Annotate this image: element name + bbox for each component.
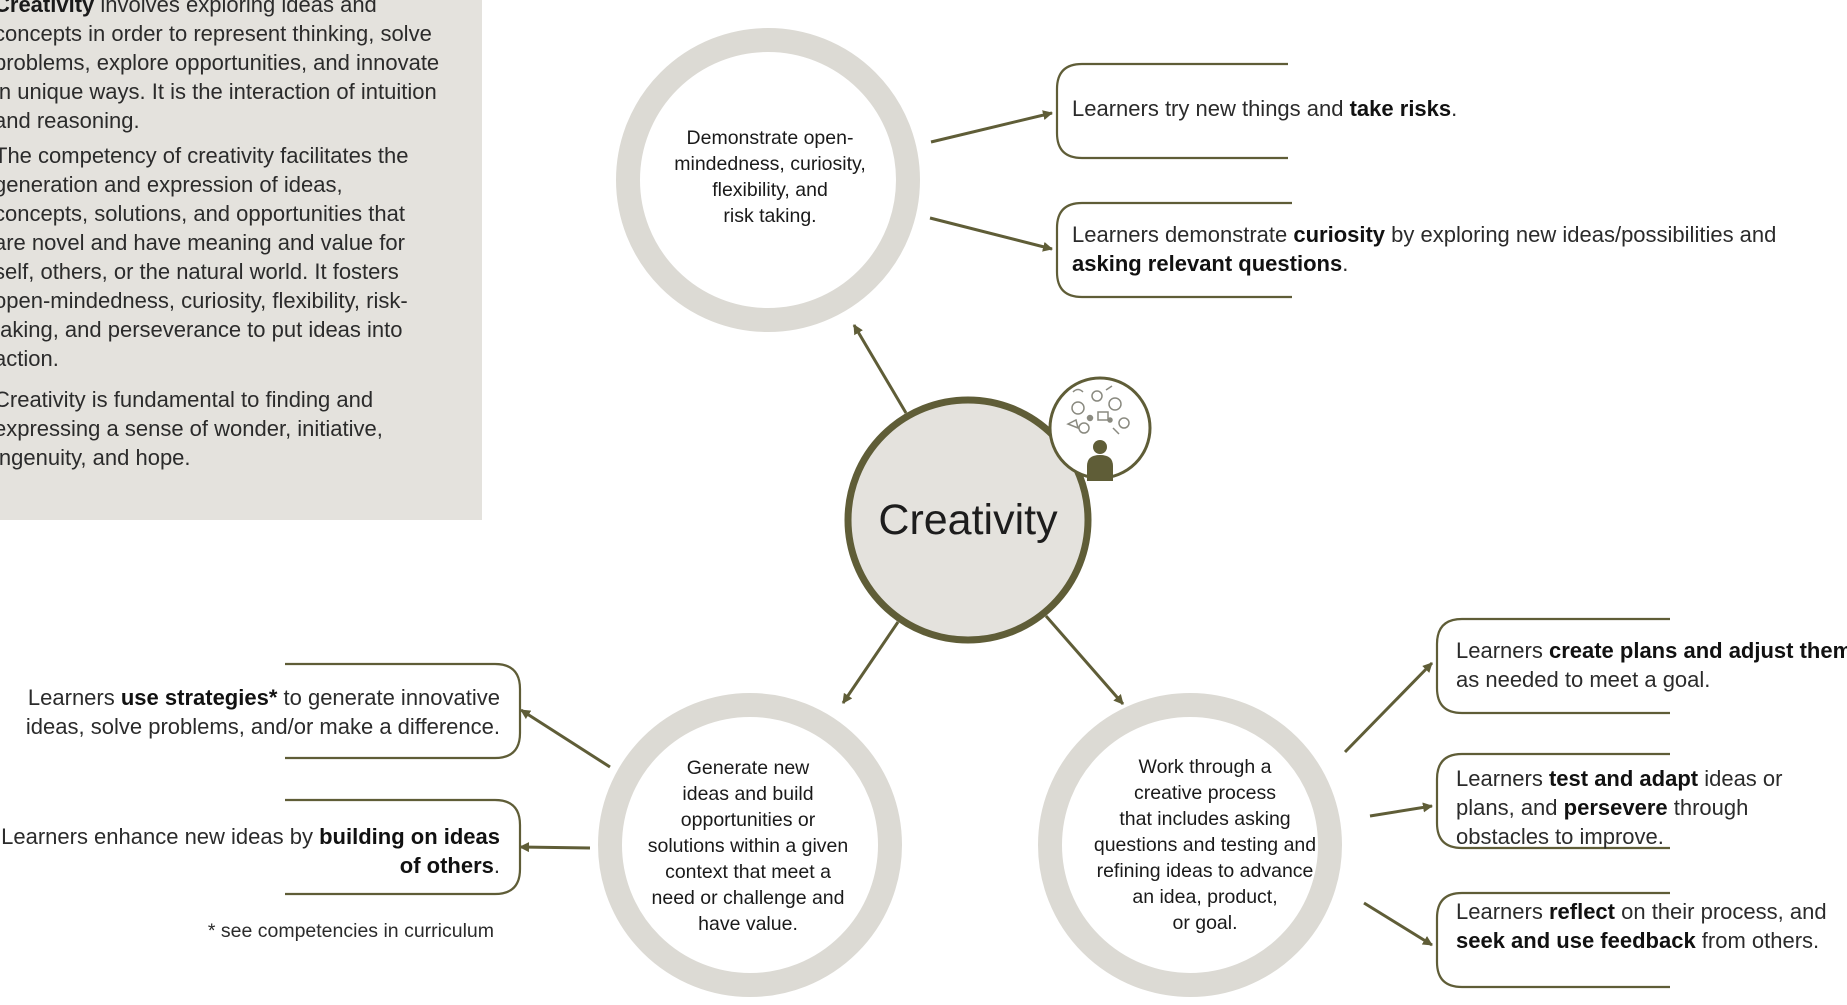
learner-statement-curiosity: Learners demonstrate curiosity by explor… <box>1072 220 1792 278</box>
text-segment: by exploring new ideas/possibilities and <box>1385 222 1777 247</box>
footnote: * see competencies in curriculum <box>207 920 494 942</box>
text-segment: reflect <box>1548 899 1615 924</box>
learner-statement-strategies: Learners use strategies* to generate inn… <box>0 683 500 741</box>
definition-panel: Creativity involves exploring ideas and … <box>0 0 482 520</box>
text-segment: from others. <box>1695 928 1820 953</box>
text-segment: use strategies* <box>120 685 278 710</box>
bracket-strategies <box>285 662 522 760</box>
bracket-reflect <box>1435 891 1670 989</box>
arrow-to-reflect <box>1363 901 1433 947</box>
text-segment: Learners <box>1456 899 1549 924</box>
text-segment: . <box>1342 251 1349 276</box>
text-segment: ideas or plans, and <box>1456 766 1783 820</box>
center-circle <box>844 396 1092 644</box>
text-segment: persevere <box>1563 795 1668 820</box>
arrow-to-test <box>1369 802 1433 818</box>
learner-statement-test: Learners test and adapt ideas or plans, … <box>1456 764 1816 851</box>
center-title: Creativity <box>878 496 1058 544</box>
learner-statement-reflect: Learners reflect on their process, and s… <box>1456 897 1846 955</box>
text-segment: The competency of creativity facilitates… <box>0 143 409 371</box>
arrow-center-to-top <box>852 324 908 414</box>
learner-statement-plans: Learners create plans and adjust them as … <box>1456 636 1847 694</box>
arrow-to-build <box>519 842 591 853</box>
arrow-to-strategies <box>520 708 611 769</box>
circle-text-bottom-right: Work through a creative process that inc… <box>1093 756 1317 934</box>
text-segment: Learners <box>1456 766 1549 791</box>
text-segment: Learners enhance new ideas by <box>1 824 320 849</box>
ring-top <box>616 28 920 332</box>
text-segment: . <box>1451 96 1458 121</box>
bracket-plans <box>1435 617 1670 715</box>
definition-paragraph-1: Creativity involves exploring ideas and … <box>0 0 440 135</box>
text-segment: asking relevant questions <box>1072 251 1343 276</box>
definition-paragraph-3: Creativity is fundamental to finding and… <box>0 385 440 472</box>
arrow-to-plans <box>1343 661 1434 754</box>
text-segment: involves exploring ideas and concepts in… <box>0 0 440 133</box>
thinking-person-icon <box>1048 376 1152 481</box>
text-segment: Creativity is fundamental to finding and… <box>0 387 383 470</box>
circle-text-top: Demonstrate open- mindedness, curiosity,… <box>674 127 866 227</box>
bracket-build <box>285 798 522 896</box>
text-segment: through obstacles to improve. <box>1456 795 1749 849</box>
text-segment: take risks <box>1349 96 1452 121</box>
circle-text-bottom-left: Generate new ideas and build opportuniti… <box>647 757 849 935</box>
bracket-risk <box>1055 62 1288 160</box>
text-segment: test and adapt <box>1548 766 1699 791</box>
text-segment: seek and use feedback <box>1456 928 1696 953</box>
text-segment: Learners <box>1456 638 1549 663</box>
definition-paragraph-2: The competency of creativity facilitates… <box>0 141 440 373</box>
text-segment: Learners try new things and <box>1072 96 1350 121</box>
text-segment: Learners <box>27 685 121 710</box>
arrow-center-to-bottom-left <box>841 621 900 704</box>
arrow-to-curiosity <box>929 216 1053 252</box>
text-segment: to generate innovative ideas, solve prob… <box>25 685 500 739</box>
text-segment: building on ideas of others <box>319 824 500 878</box>
text-segment: as needed to meet a goal. <box>1456 667 1711 692</box>
text-segment: . <box>493 853 500 878</box>
text-segment: Learners demonstrate <box>1072 222 1294 247</box>
learner-statement-build: Learners enhance new ideas by building o… <box>0 822 500 880</box>
text-segment: Creativity <box>0 0 95 17</box>
learner-statement-risk: Learners try new things and take risks. <box>1072 94 1752 123</box>
text-segment: create plans and adjust them <box>1548 638 1847 663</box>
text-segment: on their process, and <box>1615 899 1827 924</box>
arrow-to-risk <box>930 110 1053 144</box>
bracket-test <box>1435 752 1670 850</box>
text-segment: curiosity <box>1293 222 1386 247</box>
ring-bottom-right <box>1038 693 1342 997</box>
arrow-center-to-bottom-right <box>1044 615 1125 705</box>
ring-bottom-left <box>598 693 902 997</box>
bracket-curiosity <box>1055 201 1292 299</box>
